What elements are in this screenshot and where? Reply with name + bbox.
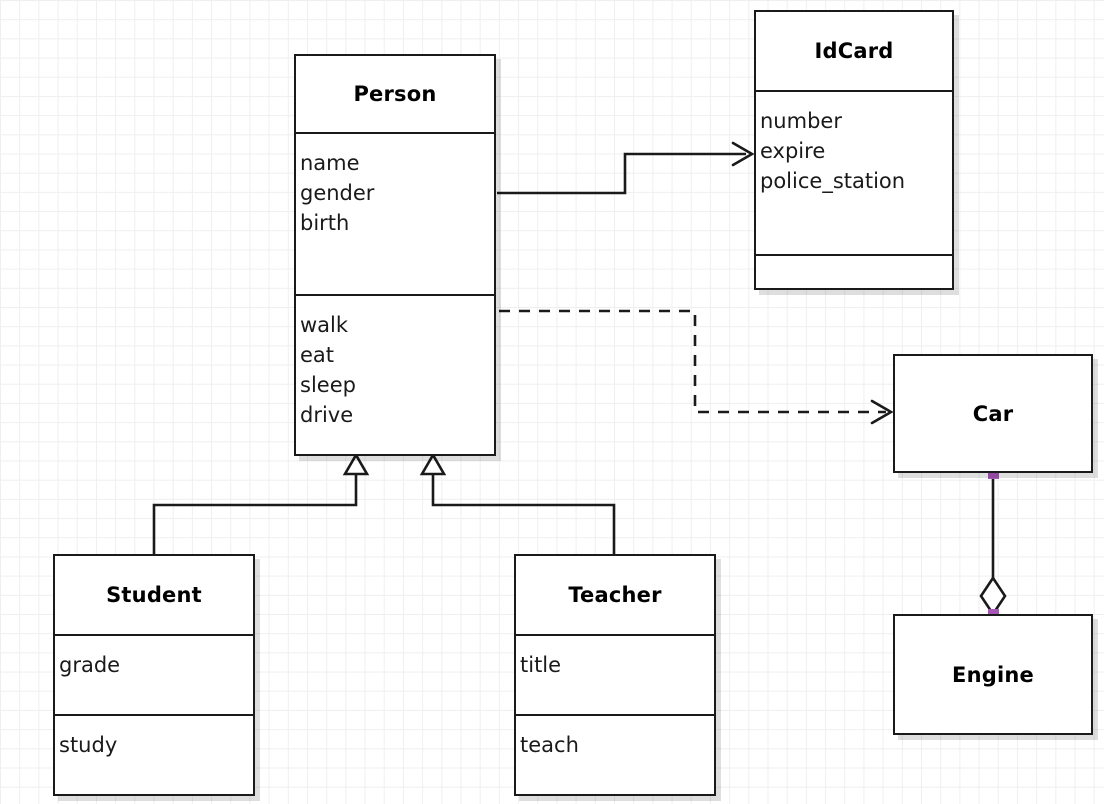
operation-item: study xyxy=(59,733,118,757)
attribute-item: expire xyxy=(760,139,826,163)
attribute-item: birth xyxy=(300,211,350,235)
operations-idcard xyxy=(756,254,952,288)
class-box-person[interactable]: Person name gender birth walk eat sleep … xyxy=(294,54,496,456)
connector-student-person-line xyxy=(152,473,358,554)
operation-item: eat xyxy=(300,343,335,367)
class-name-idcard: IdCard xyxy=(814,39,894,63)
connector-person-car-line xyxy=(499,309,886,414)
class-name-teacher: Teacher xyxy=(568,583,662,607)
connector-person-car[interactable] xyxy=(499,309,894,425)
attributes-teacher: title xyxy=(516,634,714,714)
attribute-item: gender xyxy=(300,181,375,205)
operations-person: walk eat sleep drive xyxy=(296,294,494,454)
hollow-triangle-icon xyxy=(342,452,370,476)
attribute-item: grade xyxy=(59,653,121,677)
class-name-person: Person xyxy=(353,82,437,106)
open-arrow-icon xyxy=(870,399,894,425)
connector-teacher-person[interactable] xyxy=(419,452,616,554)
attributes-person: name gender birth xyxy=(296,132,494,294)
connector-person-idcard-line xyxy=(497,152,746,195)
connector-student-person[interactable] xyxy=(152,452,370,554)
hollow-triangle-icon xyxy=(419,452,447,476)
attribute-item: title xyxy=(520,653,562,677)
class-box-teacher[interactable]: Teacher title teach xyxy=(514,554,716,796)
attribute-item: number xyxy=(760,109,842,133)
operation-item: teach xyxy=(520,733,579,757)
operation-item: walk xyxy=(300,313,349,337)
class-box-car[interactable]: Car xyxy=(893,354,1093,473)
class-box-idcard[interactable]: IdCard number expire police_station xyxy=(754,10,954,290)
attributes-student: grade xyxy=(55,634,253,714)
attributes-idcard: number expire police_station xyxy=(756,90,952,254)
class-box-student[interactable]: Student grade study xyxy=(53,554,255,796)
class-name-car: Car xyxy=(972,401,1014,426)
class-name-engine: Engine xyxy=(952,662,1034,687)
open-arrow-icon xyxy=(731,141,755,167)
attribute-item: police_station xyxy=(760,169,906,193)
operations-teacher: teach xyxy=(516,714,714,794)
connector-teacher-person-line xyxy=(431,473,616,554)
attribute-item: name xyxy=(300,151,360,175)
connector-person-idcard[interactable] xyxy=(497,141,755,195)
connector-handle-car-end[interactable] xyxy=(988,468,999,479)
class-name-student: Student xyxy=(106,583,202,607)
operation-item: sleep xyxy=(300,373,356,397)
class-box-engine[interactable]: Engine xyxy=(893,614,1093,735)
operations-student: study xyxy=(55,714,253,794)
operation-item: drive xyxy=(300,403,354,427)
connector-car-engine[interactable] xyxy=(979,473,1007,617)
